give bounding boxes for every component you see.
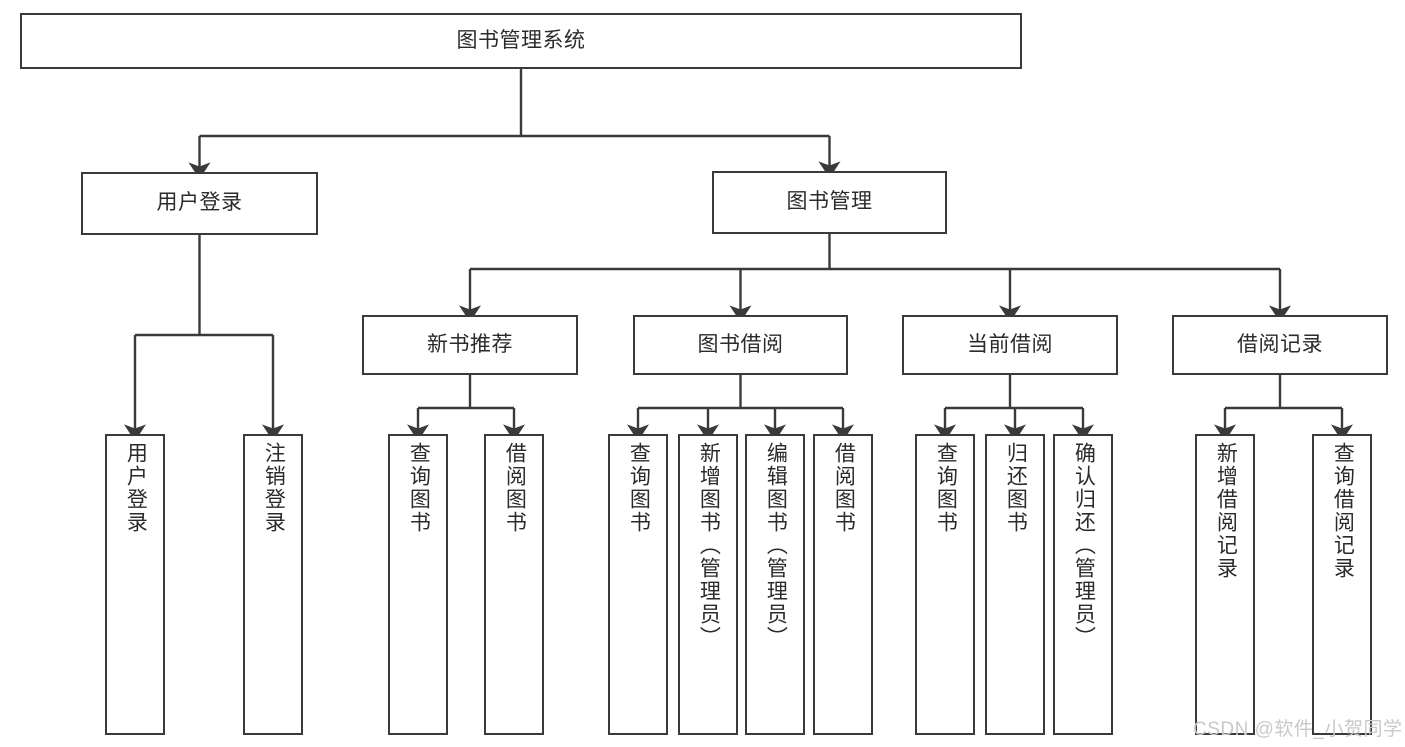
node-leaf-query-book-3: 查询图书	[915, 434, 975, 735]
node-label: 编辑图书（管理员）	[764, 442, 788, 649]
tree-connectors	[123, 69, 1354, 442]
node-label: 借阅图书	[503, 442, 527, 534]
watermark-text: CSDN @软件_小贺同学	[1193, 719, 1403, 740]
node-label: 归还图书	[1004, 442, 1028, 534]
node-leaf-return-book: 归还图书	[985, 434, 1045, 735]
node-leaf-borrow-book-2: 借阅图书	[813, 434, 873, 735]
node-book-borrow: 图书借阅	[633, 315, 848, 375]
node-label: 新增借阅记录	[1214, 442, 1238, 580]
node-label: 确认归还（管理员）	[1072, 442, 1096, 649]
node-current-borrow: 当前借阅	[902, 315, 1118, 375]
node-label: 图书管理	[786, 190, 873, 214]
node-label: 用户登录	[124, 442, 148, 534]
node-label: 注销登录	[262, 442, 286, 534]
node-new-book-rec: 新书推荐	[362, 315, 578, 375]
node-leaf-add-record: 新增借阅记录	[1195, 434, 1255, 735]
node-leaf-query-record: 查询借阅记录	[1312, 434, 1372, 735]
node-leaf-query-book-1: 查询图书	[388, 434, 448, 735]
node-leaf-confirm-return: 确认归还（管理员）	[1053, 434, 1113, 735]
node-root: 图书管理系统	[20, 13, 1022, 69]
node-label: 查询借阅记录	[1331, 442, 1355, 580]
node-label: 借阅图书	[832, 442, 856, 534]
node-label: 查询图书	[627, 442, 651, 534]
node-label: 新书推荐	[427, 332, 513, 356]
node-label: 查询图书	[407, 442, 431, 534]
node-label: 图书借阅	[697, 332, 784, 356]
node-book-manage: 图书管理	[712, 171, 947, 234]
node-leaf-edit-book: 编辑图书（管理员）	[745, 434, 805, 735]
node-label: 借阅记录	[1237, 332, 1323, 356]
node-borrow-record: 借阅记录	[1172, 315, 1388, 375]
node-leaf-logout: 注销登录	[243, 434, 303, 735]
node-leaf-query-book-2: 查询图书	[608, 434, 668, 735]
node-user-login: 用户登录	[81, 172, 318, 235]
node-label: 用户登录	[156, 191, 243, 215]
node-label: 新增图书（管理员）	[697, 442, 721, 649]
node-label: 图书管理系统	[456, 28, 586, 52]
node-label: 查询图书	[934, 442, 958, 534]
node-leaf-user-login: 用户登录	[105, 434, 165, 735]
node-leaf-borrow-book-1: 借阅图书	[484, 434, 544, 735]
node-leaf-add-book: 新增图书（管理员）	[678, 434, 738, 735]
node-label: 当前借阅	[967, 332, 1053, 356]
